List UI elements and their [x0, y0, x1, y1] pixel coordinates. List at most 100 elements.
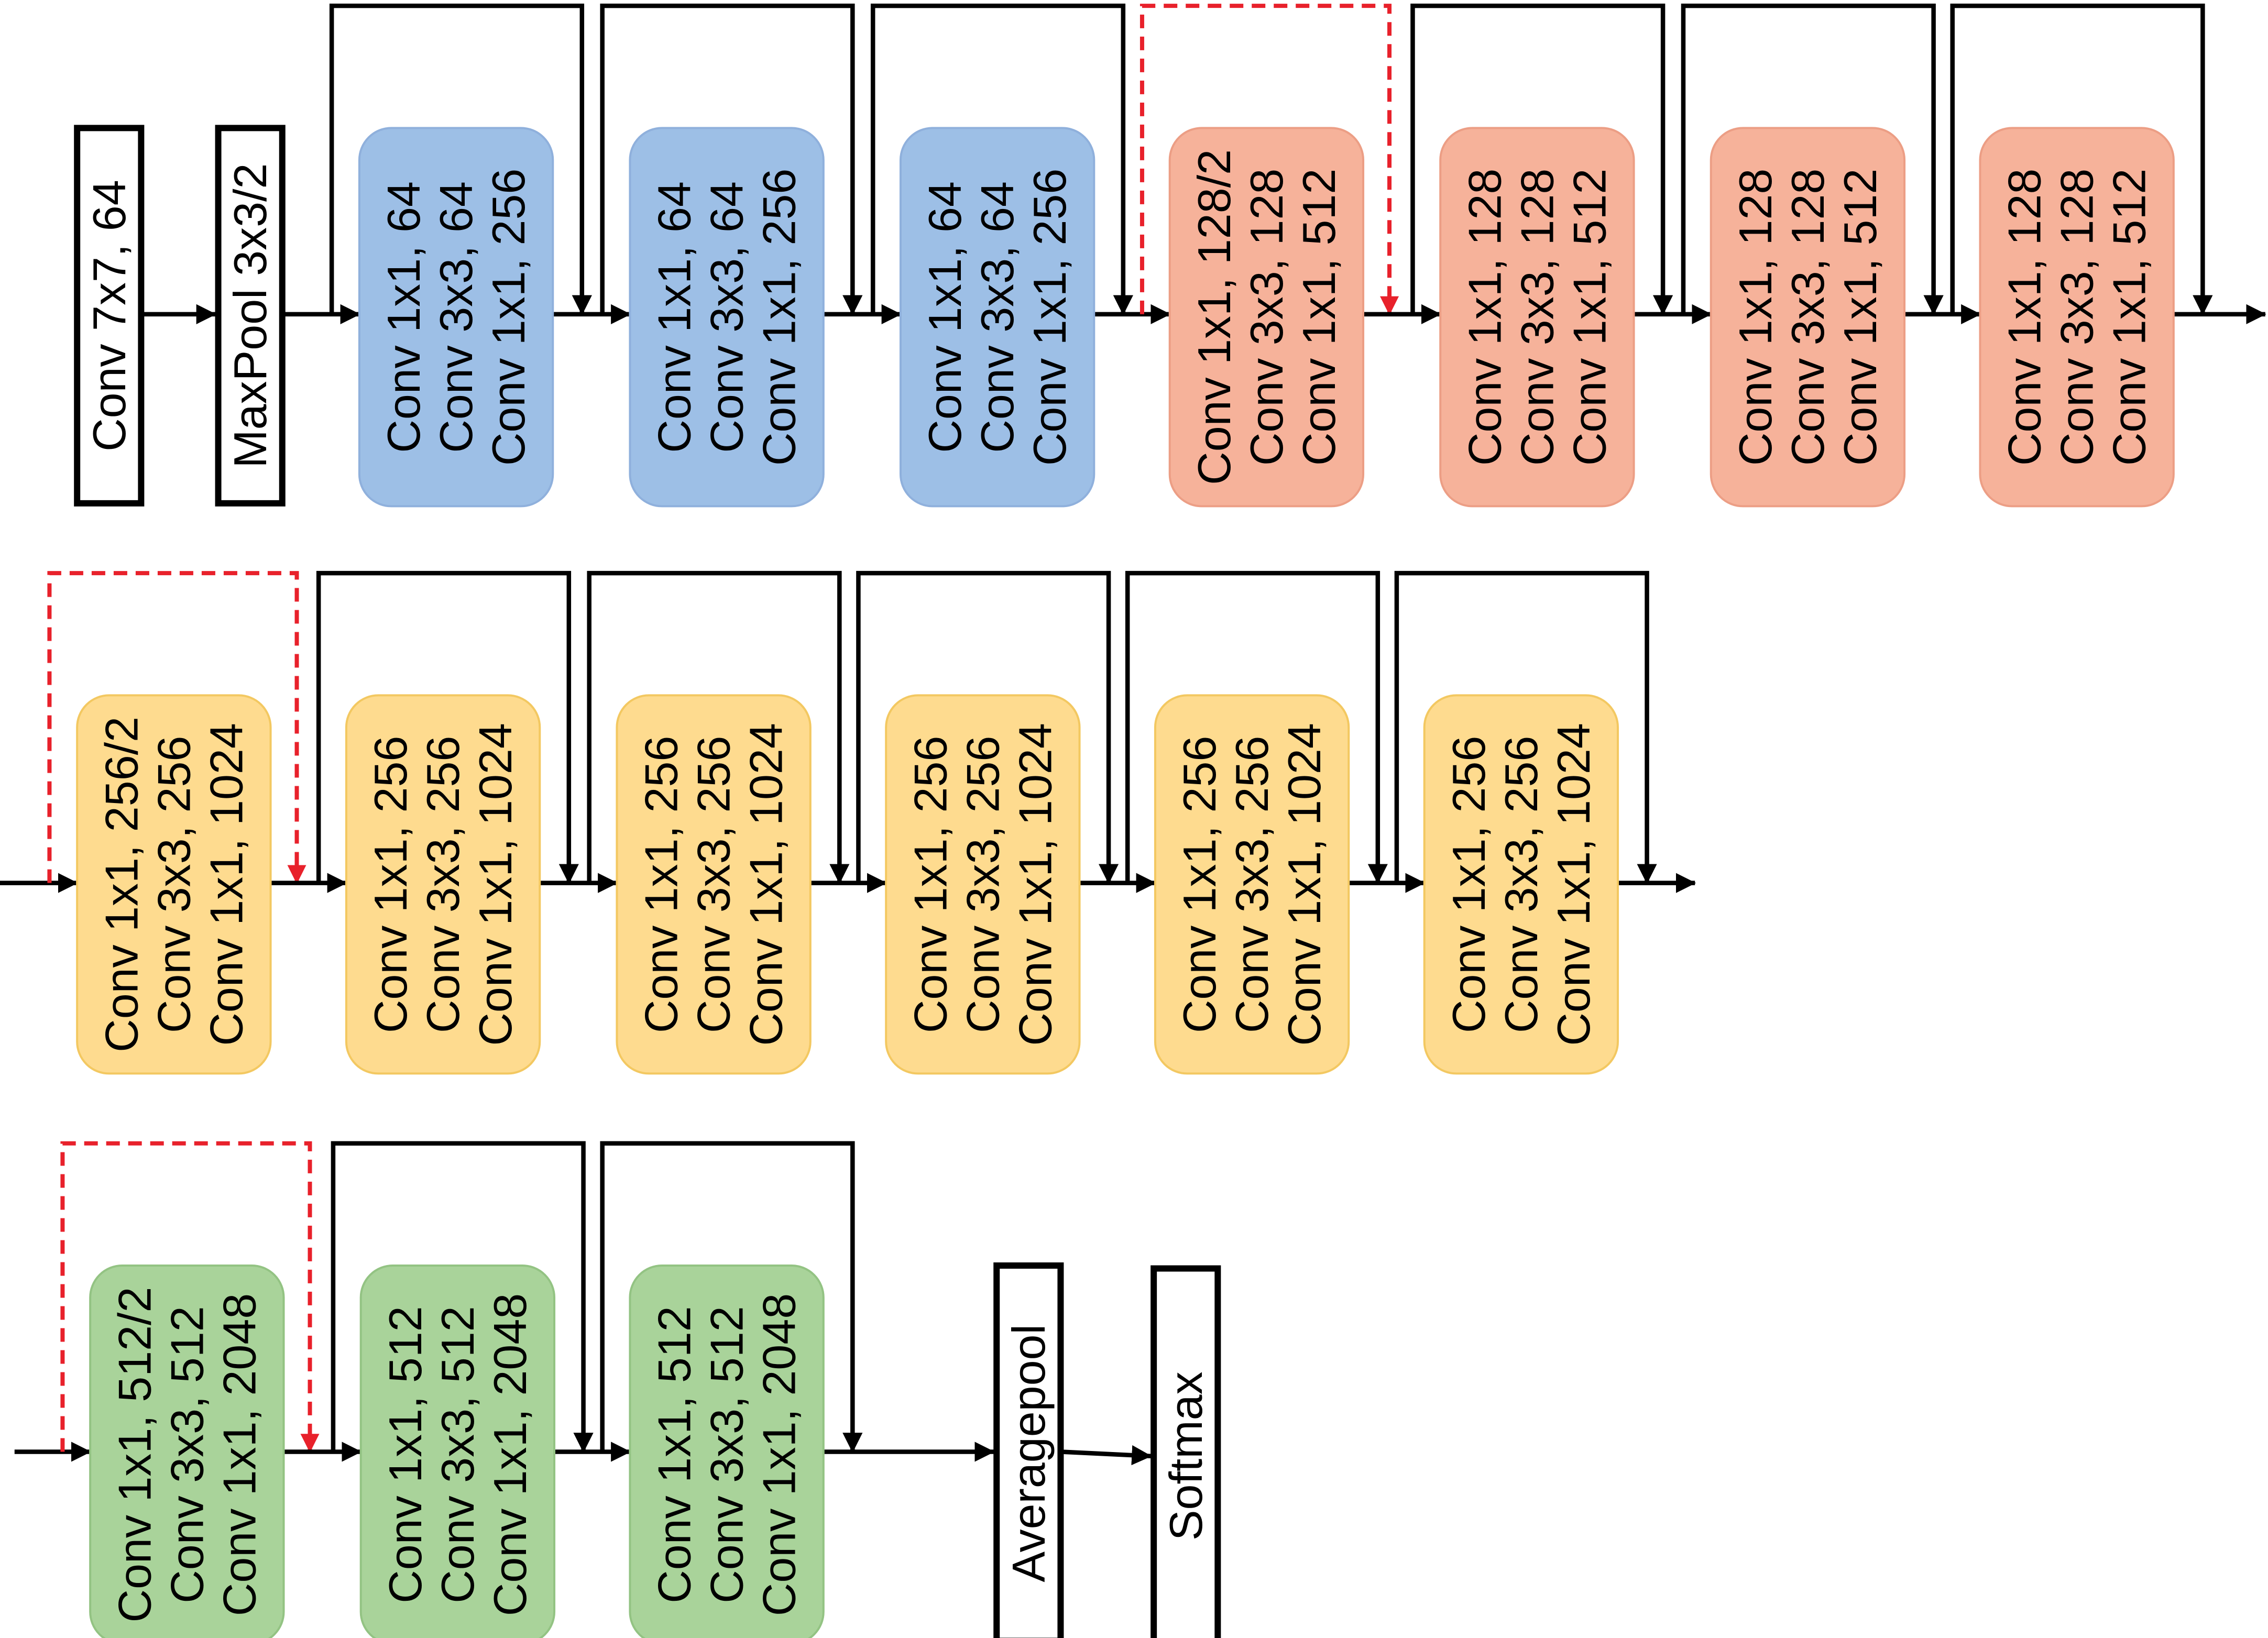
row1-block-6-line-3: Conv 1x1, 512 [1834, 169, 1886, 466]
row3-block-2-shortcut [331, 1141, 594, 1453]
row1-block-7-shortcut [1950, 3, 2213, 315]
softmax-box [1151, 1265, 1221, 1638]
stem-conv7x7-box-label-group: Conv 7x7, 64 [83, 180, 135, 452]
averagepool-box-label-group: Averagepool [1003, 1324, 1055, 1582]
stem-maxpool-box-label: MaxPool 3x3/2 [224, 163, 276, 468]
row1-block-3-shortcut [870, 3, 1133, 315]
row1-block-3-box [899, 127, 1095, 508]
row1-block-1-shortcut [329, 3, 592, 315]
row2-block-6-line-1: Conv 1x1, 256 [1443, 736, 1495, 1034]
stem-conv7x7-box-label: Conv 7x7, 64 [83, 180, 135, 452]
row1-block-2-shortcut [600, 3, 863, 315]
row2-block-6-line-3: Conv 1x1, 1024 [1548, 723, 1599, 1046]
row1-block-6-line-2: Conv 3x3, 128 [1782, 169, 1834, 466]
row1-block-4-line-3: Conv 1x1, 512 [1293, 169, 1345, 466]
row1-block-4-box [1168, 127, 1365, 508]
row1-block-6-line-1: Conv 1x1, 128 [1729, 169, 1781, 466]
row1-block-2-line-3: Conv 1x1, 256 [753, 169, 805, 466]
row3-block-2-box [359, 1265, 556, 1638]
row2-block-4-line-2: Conv 3x3, 256 [957, 736, 1009, 1034]
row1-block-3-line-2: Conv 3x3, 64 [971, 181, 1023, 453]
row1-block-3-line-3: Conv 1x1, 256 [1024, 169, 1076, 466]
stem-maxpool-box-label-group: MaxPool 3x3/2 [224, 163, 276, 468]
tail-arrow-2 [1060, 1445, 1152, 1466]
row1-block-2-line-1: Conv 1x1, 64 [649, 181, 700, 453]
row3-block-3-line-1: Conv 1x1, 512 [649, 1306, 700, 1603]
stem-maxpool-box [215, 125, 286, 507]
row1-block-7-line-3: Conv 1x1, 512 [2103, 169, 2155, 466]
row2-block-1-line-3: Conv 1x1, 1024 [200, 723, 252, 1046]
row3-block-1-shortcut [60, 1141, 320, 1453]
row2-block-6-line-2: Conv 3x3, 256 [1495, 736, 1547, 1034]
row1-block-1-line-2: Conv 3x3, 64 [430, 181, 482, 453]
row1-block-2-box [629, 127, 825, 508]
row1-block-6-box [1710, 127, 1906, 508]
row2-block-4-shortcut [856, 570, 1119, 884]
row1-block-2-line-2: Conv 3x3, 64 [701, 181, 753, 453]
row2-block-6-shortcut [1394, 570, 1657, 884]
row3-block-2-line-1: Conv 1x1, 512 [379, 1306, 431, 1603]
softmax-box-label-group: Softmax [1160, 1371, 1212, 1541]
row2-block-4-box [885, 694, 1081, 1075]
row2-block-2-line-3: Conv 1x1, 1024 [469, 723, 521, 1046]
row1-block-5-line-3: Conv 1x1, 512 [1563, 169, 1615, 466]
row3-block-1-line-3: Conv 1x1, 2048 [213, 1293, 265, 1616]
row1-block-5-line-1: Conv 1x1, 128 [1459, 169, 1510, 466]
stem-conv7x7-box [74, 125, 145, 507]
row1-block-7-line-1: Conv 1x1, 128 [1999, 169, 2051, 466]
row1-block-4-shortcut [1140, 4, 1399, 315]
row3-block-1-line-1: Conv 1x1, 512/2 [108, 1287, 160, 1623]
row1-block-7-line-2: Conv 3x3, 128 [2051, 169, 2103, 466]
row2-block-5-line-1: Conv 1x1, 256 [1174, 736, 1225, 1034]
row2-block-5-line-2: Conv 3x3, 256 [1226, 736, 1278, 1034]
averagepool-box-label: Averagepool [1003, 1324, 1055, 1582]
row3-block-2-line-3: Conv 1x1, 2048 [484, 1293, 536, 1616]
row2-block-1-line-1: Conv 1x1, 256/2 [95, 717, 147, 1052]
row2-block-3-shortcut [587, 570, 850, 884]
row2-block-3-line-3: Conv 1x1, 1024 [740, 723, 792, 1046]
row2-block-2-line-2: Conv 3x3, 256 [417, 736, 469, 1034]
row1-block-1-box [358, 127, 554, 508]
row2-block-2-shortcut [316, 570, 579, 884]
row1-block-7-box [1979, 127, 2175, 508]
row1-block-4-line-2: Conv 3x3, 128 [1241, 169, 1292, 466]
row1-block-3-line-1: Conv 1x1, 64 [919, 181, 971, 453]
row2-block-5-box [1154, 694, 1350, 1075]
row2-block-3-line-2: Conv 3x3, 256 [688, 736, 740, 1034]
row1-block-4-line-1: Conv 1x1, 128/2 [1188, 149, 1240, 485]
row1-block-6-shortcut [1681, 3, 1944, 315]
row2-block-1-box [76, 694, 272, 1075]
row3-block-2-line-2: Conv 3x3, 512 [432, 1306, 484, 1603]
softmax-box-label: Softmax [1160, 1371, 1212, 1541]
row1-block-1-line-3: Conv 1x1, 256 [483, 169, 534, 466]
row1-block-1-line-1: Conv 1x1, 64 [378, 181, 430, 453]
row1-block-5-box [1439, 127, 1635, 508]
row1-block-5-line-2: Conv 3x3, 128 [1511, 169, 1563, 466]
row2-block-5-shortcut [1125, 570, 1388, 884]
row2-block-4-line-3: Conv 1x1, 1024 [1009, 723, 1061, 1046]
connection-layer [0, 3, 2266, 1466]
row2-block-6-box [1423, 694, 1619, 1075]
row3-block-3-box [629, 1265, 825, 1638]
row3-block-1-box [89, 1265, 285, 1638]
row2-block-4-line-1: Conv 1x1, 256 [904, 736, 956, 1034]
row3-block-3-shortcut [600, 1141, 863, 1453]
row2-block-2-box [345, 694, 541, 1075]
row2-block-3-line-1: Conv 1x1, 256 [636, 736, 687, 1034]
